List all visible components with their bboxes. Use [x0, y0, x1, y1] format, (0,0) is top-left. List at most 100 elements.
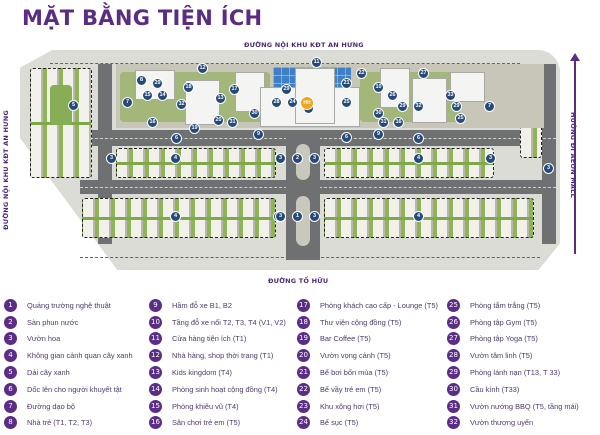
legend-number-badge: 16: [149, 416, 162, 430]
legend-label: Vườn vọng cảnh (T5): [320, 351, 391, 361]
road-east: [542, 64, 556, 244]
map-marker: 32: [413, 101, 424, 112]
road-label-top: ĐƯỜNG NỘI KHU KĐT AN HƯNG: [244, 41, 364, 49]
legend-number-badge: 22: [297, 382, 310, 396]
legend-number-badge: 5: [4, 366, 17, 380]
map-marker: 28: [271, 97, 282, 108]
map-marker: 9: [373, 129, 384, 140]
legend-item: 8 Nhà trẻ (T1, T2, T3): [4, 415, 133, 432]
townhouse-row-1b: [324, 148, 494, 178]
legend-number-badge: 11: [149, 332, 162, 346]
map-marker: 30: [249, 108, 260, 119]
site-plan-map: 1282915141832716196517132031309112928243…: [20, 50, 560, 270]
map-marker: 6: [341, 132, 352, 143]
map-marker: 5: [68, 100, 79, 111]
map-marker: 32: [176, 99, 187, 110]
legend-number-badge: 23: [297, 399, 310, 413]
legend-label: Phòng lánh nạn (T13, T 33): [470, 368, 561, 378]
legend-item: 1 Quảng trường nghệ thuật: [4, 297, 133, 314]
legend-number-badge: 17: [297, 298, 310, 312]
map-marker: 25: [455, 113, 466, 124]
map-marker: 3: [275, 153, 286, 164]
map-marker: 22: [356, 68, 367, 79]
map-marker: 2: [292, 153, 303, 164]
map-marker: 4: [413, 153, 424, 164]
map-marker: 13: [215, 93, 226, 104]
map-marker: 25: [341, 97, 352, 108]
legend-number-badge: 2: [4, 315, 17, 329]
map-marker: 18: [183, 82, 194, 93]
map-marker: 21: [341, 78, 352, 89]
legend-number-badge: 8: [4, 416, 17, 430]
legend-number-badge: 26: [447, 315, 460, 329]
legend-label: Nhà hàng, shop thời trang (T1): [172, 351, 274, 361]
legend-number-badge: 1: [4, 298, 17, 312]
map-marker: 3: [275, 211, 286, 222]
legend-item: 19 Bar Coffee (T5): [297, 331, 438, 348]
legend-number-badge: 12: [149, 349, 162, 363]
green-space-west: [50, 85, 72, 125]
legend-label: Không gian cảnh quan cây xanh: [27, 351, 133, 361]
map-marker: 6: [413, 133, 424, 144]
map-marker: 17: [229, 84, 240, 95]
map-marker: 15: [142, 90, 153, 101]
legend-label: Phòng khiêu vũ (T4): [172, 401, 239, 411]
legend-label: Quảng trường nghệ thuật: [27, 300, 111, 310]
map-marker: 4: [170, 211, 181, 222]
map-marker: 3: [309, 153, 320, 164]
legend-number-badge: 32: [447, 416, 460, 430]
legend-label: Bar Coffee (T5): [320, 334, 371, 344]
legend-label: Sàn phun nước: [27, 317, 79, 327]
legend-number-badge: 10: [149, 315, 162, 329]
legend-label: Kids kingdom (T4): [172, 368, 232, 378]
tower-t8: [450, 72, 485, 102]
legend-number-badge: 21: [297, 366, 310, 380]
tower-t5: [295, 68, 335, 124]
map-marker: 26: [387, 90, 398, 101]
townhouse-row-1a: [116, 148, 276, 178]
map-marker: 14: [157, 90, 168, 101]
arrow-up-icon: [570, 53, 580, 61]
legend-label: Khu xông hơi (T5): [320, 401, 380, 411]
legend-label: Cửa hàng tiện ích (T1): [172, 334, 247, 344]
legend-number-badge: 18: [297, 315, 310, 329]
legend-number-badge: 7: [4, 399, 17, 413]
legend-number-badge: 25: [447, 298, 460, 312]
map-marker: 31: [227, 117, 238, 128]
legend-number-badge: 6: [4, 382, 17, 396]
map-marker: 4: [413, 211, 424, 222]
legend-number-badge: 27: [447, 332, 460, 346]
page-title: MẶT BẰNG TIỆN ÍCH: [22, 6, 263, 30]
map-marker: 3: [485, 153, 496, 164]
legend-label: Vườn tâm linh (T5): [470, 351, 533, 361]
site-boundary-top: [50, 63, 520, 64]
legend-number-badge: 9: [149, 298, 162, 312]
map-marker: 16: [393, 117, 404, 128]
map-marker: 24: [287, 97, 298, 108]
map-marker: 6: [171, 133, 182, 144]
legend-label: Sân chơi trẻ em (T5): [172, 418, 241, 428]
legend-item: 2 Sàn phun nước: [4, 314, 133, 331]
legend-item: 23 Khu xông hơi (T5): [297, 398, 438, 415]
legend-label: Vườn nướng BBQ (T5, tầng mái): [470, 401, 579, 411]
map-marker: 11: [311, 57, 322, 68]
legend-label: Dải cây xanh: [27, 368, 70, 378]
legend-number-badge: 19: [297, 332, 310, 346]
legend-number-badge: 24: [297, 416, 310, 430]
direction-arrow-line: [574, 58, 576, 254]
legend-label: Nhà trẻ (T1, T2, T3): [27, 418, 93, 428]
road-label-right: HƯỚNG ĐI AEON MALL: [569, 112, 577, 198]
map-marker: 7: [484, 101, 495, 112]
